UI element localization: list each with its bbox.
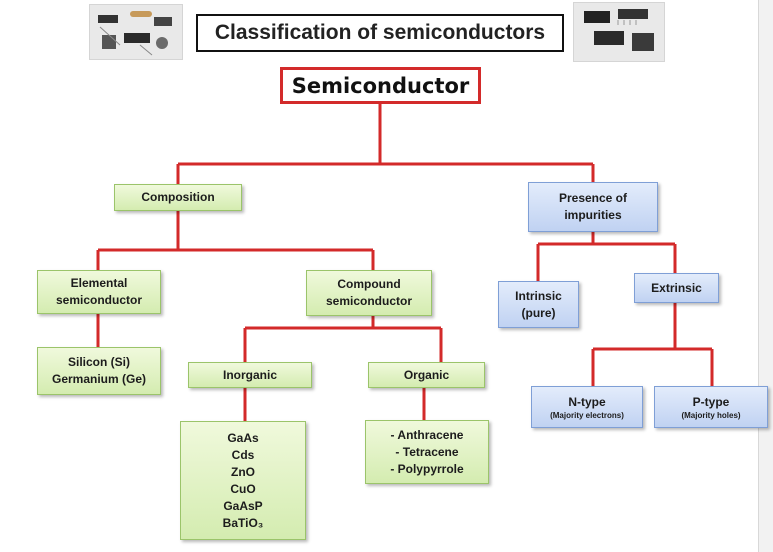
inorganic-example-0: GaAs [227, 430, 259, 445]
node-elemental-examples: Silicon (Si) Germanium (Ge) [37, 347, 161, 395]
components-photo-left [89, 4, 183, 60]
node-extrinsic: Extrinsic [634, 273, 719, 303]
node-organic-label: Organic [403, 367, 450, 382]
node-impurities-label: Presence of impurities [558, 191, 628, 222]
node-composition-label: Composition [141, 190, 215, 204]
chips-image [584, 9, 654, 51]
organic-example-0: - Anthracene [390, 427, 464, 442]
inorganic-example-2: ZnO [231, 464, 255, 479]
node-elemental: Elemental semiconductor [37, 270, 161, 314]
inorganic-example-4: GaAsP [223, 498, 263, 513]
inorganic-example-3: CuO [230, 481, 256, 496]
node-inorganic-examples: GaAs Cds ZnO CuO GaAsP BaTiO₃ [180, 421, 306, 540]
node-inorganic-label: Inorganic [222, 367, 277, 382]
root-label: Semiconductor [291, 73, 470, 98]
node-ntype-label: N-type [568, 394, 606, 409]
diagram-title: Classification of semiconductors [196, 14, 564, 52]
node-elemental-label: Elemental semiconductor [55, 276, 142, 307]
node-ntype-sub: (Majority electrons) [550, 410, 624, 420]
components-image [98, 11, 172, 56]
node-organic: Organic [368, 362, 485, 388]
node-ptype-label: P-type [692, 394, 730, 409]
node-impurities: Presence of impurities [528, 182, 658, 232]
node-extrinsic-label: Extrinsic [651, 280, 702, 295]
title-text: Classification of semiconductors [214, 21, 546, 44]
elemental-example-0: Silicon (Si) [67, 355, 130, 369]
node-inorganic: Inorganic [188, 362, 312, 388]
node-organic-examples: - Anthracene - Tetracene - Polypyrrole [365, 420, 489, 484]
node-compound-label: Compound semiconductor [325, 277, 412, 308]
node-intrinsic-label: Intrinsic (pure) [515, 288, 562, 320]
node-intrinsic: Intrinsic (pure) [498, 281, 579, 328]
organic-example-2: - Polypyrrole [390, 461, 464, 476]
elemental-example-1: Germanium (Ge) [51, 372, 147, 386]
root-node: Semiconductor [280, 67, 481, 104]
node-ntype: N-type (Majority electrons) [531, 386, 643, 428]
node-composition: Composition [114, 184, 242, 211]
node-ptype: P-type (Majority holes) [654, 386, 768, 428]
inorganic-example-5: BaTiO₃ [222, 515, 264, 530]
node-ptype-sub: (Majority holes) [681, 410, 741, 420]
chips-photo-right [573, 2, 665, 62]
organic-example-1: - Tetracene [395, 444, 459, 459]
inorganic-example-1: Cds [231, 447, 255, 462]
node-compound: Compound semiconductor [306, 270, 432, 316]
